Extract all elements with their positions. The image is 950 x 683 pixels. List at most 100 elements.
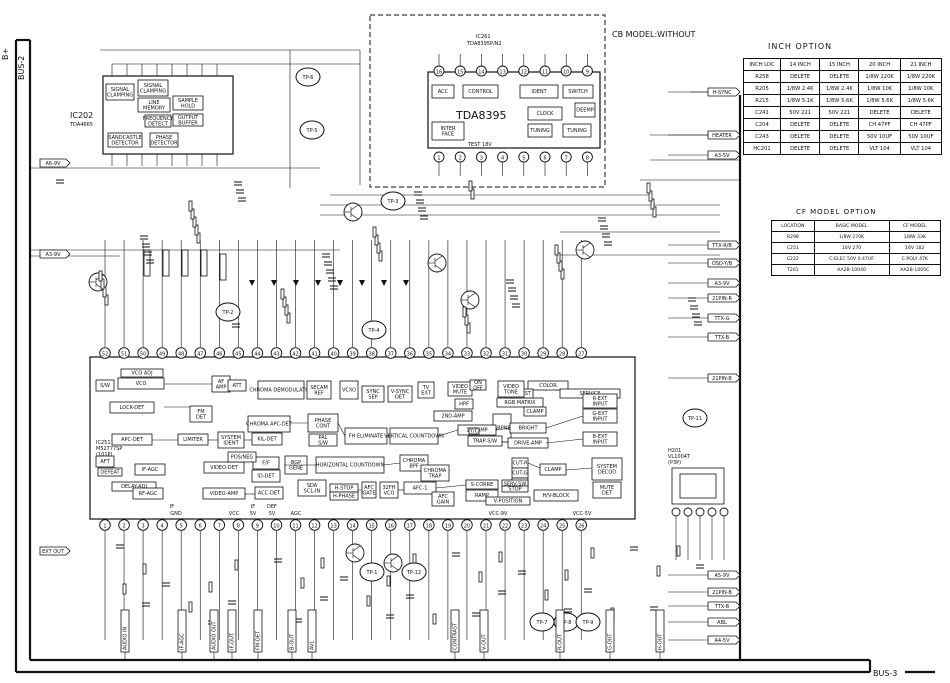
wire <box>383 462 401 466</box>
h201-pin <box>695 507 705 517</box>
block-label: STOP <box>508 487 521 493</box>
block-label: H/V-BLOCK <box>543 493 571 499</box>
main-ic-pin-number: 45 <box>235 352 241 358</box>
tda-pin-number: 4 <box>501 156 504 162</box>
block-label: GENE <box>289 465 303 471</box>
block-label: ACC-DET <box>258 491 281 497</box>
block-label: HOLD <box>181 103 195 109</box>
connector-label-box <box>219 253 227 281</box>
main-ic-pin-number: 20 <box>464 524 470 530</box>
block-label: PAL <box>319 435 328 441</box>
block-label: SYSTEM <box>221 435 241 441</box>
block-label: BUFFER <box>178 120 198 126</box>
main-ic-pin-number: 51 <box>121 352 127 358</box>
wire <box>565 467 593 471</box>
main-ic-pin-number: 2 <box>122 524 125 530</box>
inch-option-cell: 50V 10UF <box>858 130 901 143</box>
test-point <box>215 302 241 322</box>
main-ic-bottom-label: VCC-9V <box>489 511 508 517</box>
cf-option-cell: 1/8W 270K <box>813 231 890 243</box>
test-point-label: TP-4 <box>368 328 380 334</box>
tda-test-label: TEST 18V <box>467 142 492 148</box>
ic-block <box>132 487 164 500</box>
main-ic-pin-top <box>232 347 245 359</box>
inch-option-cell: C243 <box>742 130 782 143</box>
signal-arrow <box>381 280 387 286</box>
block-label: LOCK-DET <box>120 405 146 411</box>
connector-label: A4-5V <box>714 638 730 644</box>
ic-block <box>468 427 480 435</box>
block-label: DET <box>602 490 613 496</box>
ic-block <box>254 486 284 500</box>
bottom-connector-label: CONTRAST <box>453 622 459 650</box>
ic-block <box>562 84 594 99</box>
block-label: Y/C <box>469 429 479 435</box>
ic-block <box>306 380 332 400</box>
block-label: ID-DET <box>257 474 275 480</box>
main-ic-pin-bottom <box>213 519 226 531</box>
test-point <box>299 120 325 140</box>
resistor-symbol <box>366 595 371 607</box>
ic-block <box>574 102 596 118</box>
main-ic-pin-number: 29 <box>540 352 546 358</box>
main-ic-pin-number: 27 <box>578 352 584 358</box>
block-label: CHROMA <box>403 458 426 464</box>
ic-block <box>562 123 592 138</box>
signal-arrow <box>293 280 299 286</box>
ic-block <box>465 489 499 502</box>
main-ic-pin-bottom <box>270 519 283 531</box>
main-ic-pin-top <box>213 347 226 359</box>
cf-option-cell: T201 <box>771 264 815 276</box>
wire <box>545 415 584 429</box>
bottom-connector-label: V-OUT <box>482 633 488 650</box>
block-label: PHASE <box>315 418 332 424</box>
ic251-ref: IC251 <box>96 440 111 446</box>
resistor-symbol <box>286 312 291 324</box>
main-ic-pin-top <box>137 347 149 359</box>
wire <box>434 255 443 262</box>
resistor-symbol <box>280 288 285 300</box>
ic-block <box>519 84 559 99</box>
connector-tag <box>707 587 741 597</box>
block-label: AFC <box>438 494 448 500</box>
bottom-connector-label: B-OUT <box>290 633 296 650</box>
inch-option-cell: CH 47PF <box>899 118 943 131</box>
resistor-symbol <box>466 322 471 334</box>
inch-option-cell: 1/8W 2.4K <box>819 82 860 95</box>
block-label: SDA <box>307 483 318 489</box>
tda-ref: IC261 <box>476 34 491 40</box>
resistor-symbol <box>554 244 559 256</box>
resistor-symbol <box>196 232 201 244</box>
main-ic-bottom-label: DEF <box>267 504 277 510</box>
test-point-label: TP-12 <box>406 570 421 576</box>
main-ic-pin-number: 21 <box>483 524 489 530</box>
connector-label: EXT OUT <box>42 549 65 555</box>
inch-option-cell: VLT 104 <box>899 142 943 155</box>
block-label: G-EXT <box>592 411 608 417</box>
block-label: CLOCK <box>537 111 555 117</box>
wire <box>527 462 541 469</box>
main-ic-bottom-label: IF <box>170 504 174 510</box>
block-label: F/F <box>262 461 270 467</box>
resistor-symbol <box>192 216 197 228</box>
main-ic-pin-top <box>575 347 588 359</box>
main-ic-pin-number: 10 <box>273 524 279 530</box>
inch-option-cell: R205 <box>742 82 782 95</box>
connector-tag <box>707 87 741 97</box>
resistor-symbol <box>464 314 469 326</box>
tda-pin-number: 13 <box>499 70 505 76</box>
tda-pin-number: 3 <box>480 156 483 162</box>
main-ic-pin-number: 32 <box>483 352 489 358</box>
block-label: RAMP <box>475 493 489 499</box>
resistor-symbol <box>412 553 417 565</box>
main-ic-pin-bottom <box>118 519 130 531</box>
connector-tag <box>39 158 71 168</box>
inch-option-cell: 1/8W 5.1K <box>780 94 821 107</box>
resistor-symbol <box>560 268 565 280</box>
ic-block <box>339 380 359 400</box>
block-label: INPUT <box>593 416 609 422</box>
test-point <box>361 320 387 340</box>
resistor-symbol <box>282 296 287 308</box>
cf-option-cell: C222 <box>771 253 815 265</box>
